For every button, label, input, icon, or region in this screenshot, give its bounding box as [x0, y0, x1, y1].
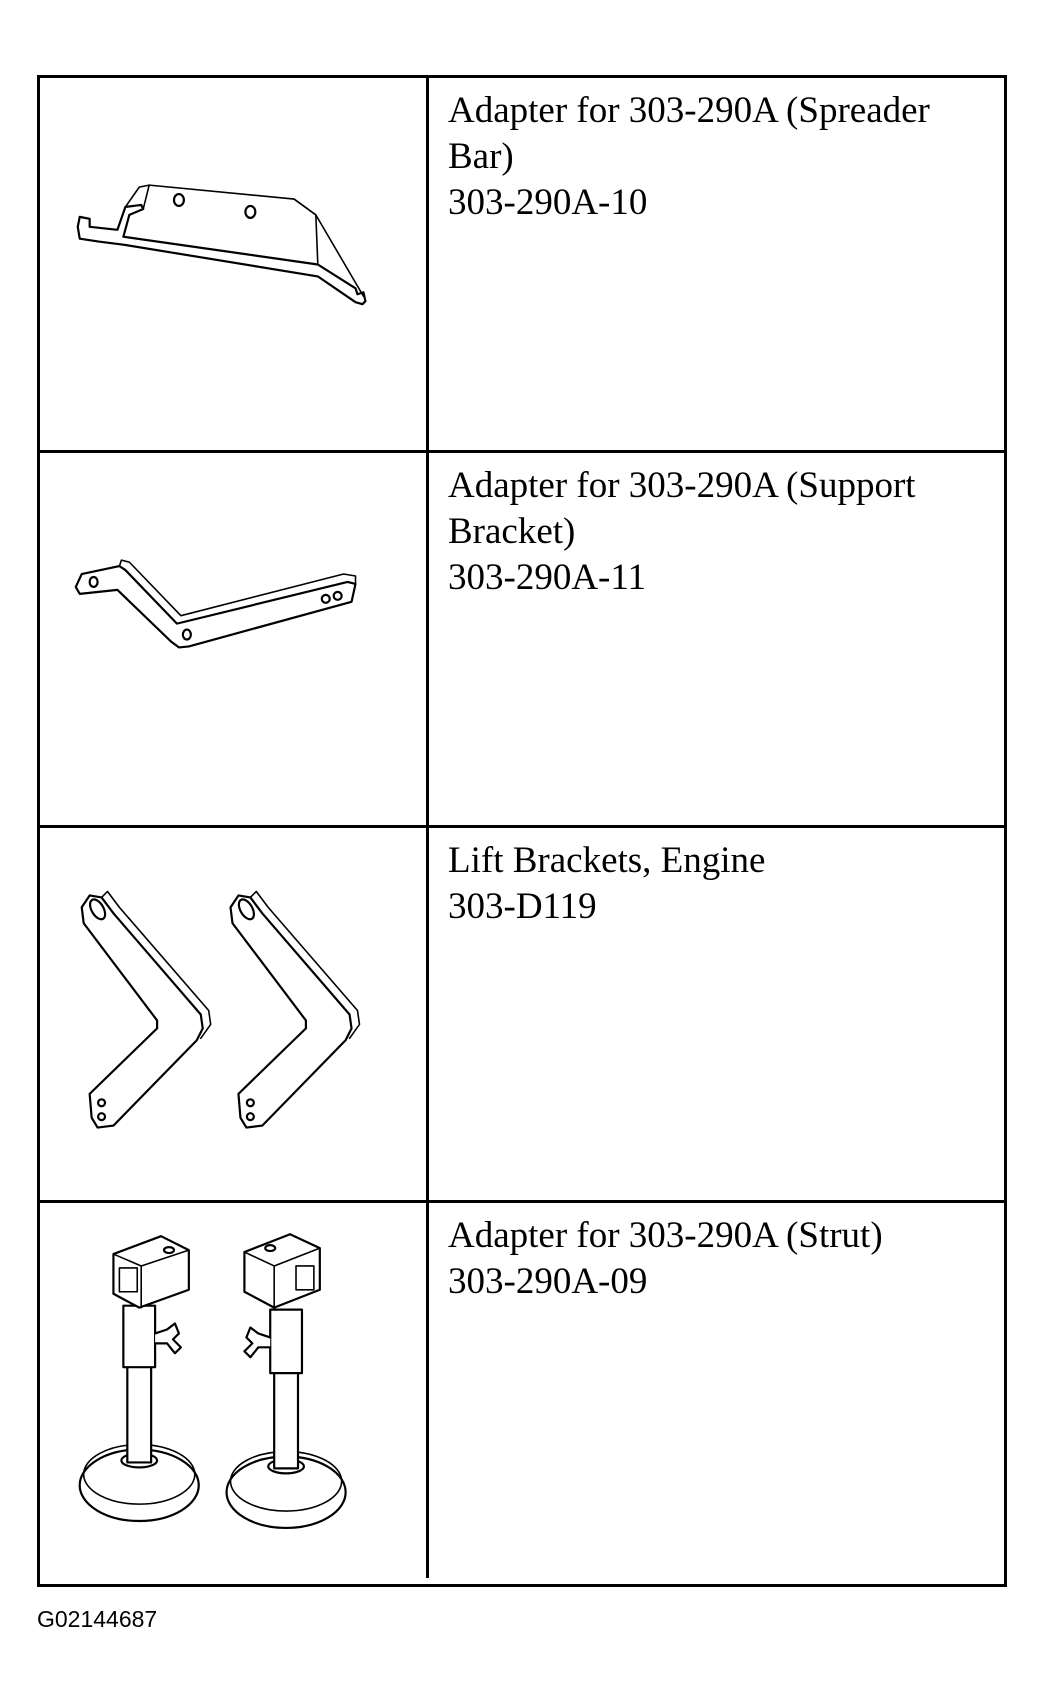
tool-image-cell	[40, 828, 429, 1200]
tool-image-cell	[40, 1203, 429, 1578]
tool-part-number: 303-D119	[448, 886, 597, 927]
tool-row: Adapter for 303-290A (Strut) 303-290A-09	[40, 1203, 1004, 1578]
tool-part-number: 303-290A-10	[448, 182, 648, 223]
tool-name: Adapter for 303-290A (Support Bracket)	[448, 465, 916, 552]
tool-row: Adapter for 303-290A (Spreader Bar) 303-…	[40, 78, 1004, 453]
engine-lift-brackets-icon	[80, 890, 361, 1129]
tool-description: Adapter for 303-290A (Support Bracket) 3…	[432, 453, 1004, 825]
tool-image-cell	[40, 78, 429, 450]
special-tools-table: Adapter for 303-290A (Spreader Bar) 303-…	[37, 75, 1007, 1587]
tool-name: Adapter for 303-290A (Strut)	[448, 1215, 883, 1256]
figure-id: G02144687	[37, 1606, 158, 1632]
tool-row: Adapter for 303-290A (Support Bracket) 3…	[40, 453, 1004, 828]
tool-row: Lift Brackets, Engine 303-D119	[40, 828, 1004, 1203]
support-bracket-icon	[74, 559, 357, 649]
strut-adapter-icon	[78, 1233, 347, 1530]
tool-name: Lift Brackets, Engine	[448, 840, 766, 881]
tool-description: Adapter for 303-290A (Strut) 303-290A-09	[432, 1203, 1004, 1578]
spreader-bar-icon	[76, 184, 367, 306]
tool-image-cell	[40, 453, 429, 825]
tool-description: Adapter for 303-290A (Spreader Bar) 303-…	[432, 78, 1004, 450]
tool-part-number: 303-290A-11	[448, 557, 646, 598]
tool-part-number: 303-290A-09	[448, 1261, 648, 1302]
tool-description: Lift Brackets, Engine 303-D119	[432, 828, 1004, 1200]
tool-name: Adapter for 303-290A (Spreader Bar)	[448, 90, 930, 177]
